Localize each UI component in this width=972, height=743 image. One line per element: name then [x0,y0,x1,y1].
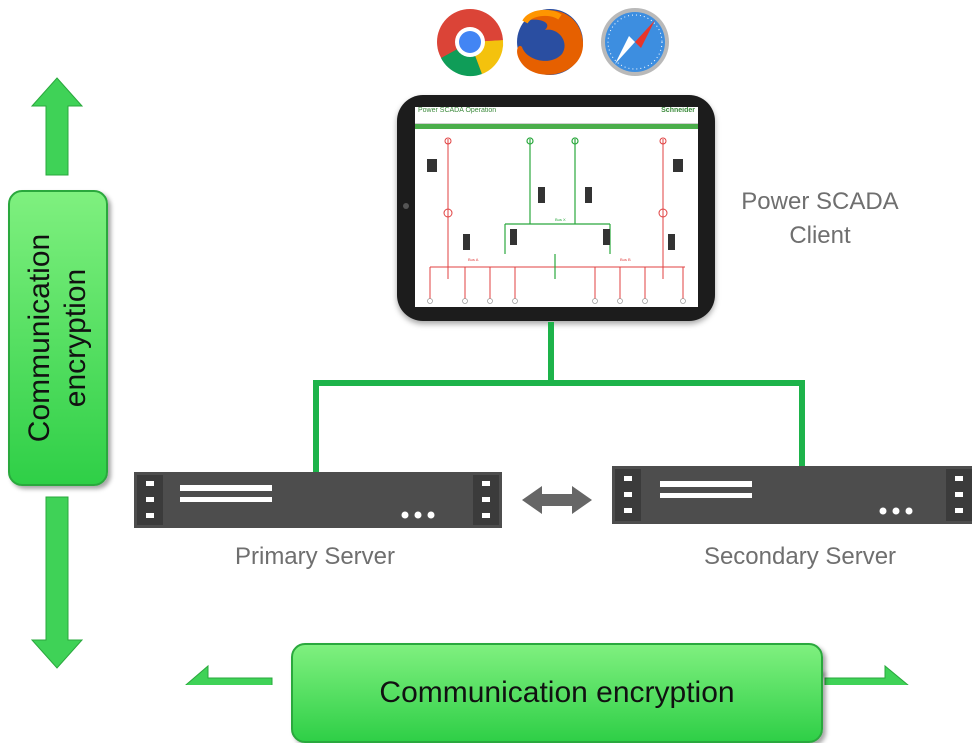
screen-nav [415,124,698,129]
client-label-line2: Client [789,222,851,249]
screen-header: Power SCADA Operation Schneider [415,107,698,124]
screen-brand: Schneider [661,107,695,114]
up-arrow [30,77,84,176]
primary-server [134,472,502,528]
network-links [30,77,972,685]
vertical-encryption-line2: encryption [59,268,93,408]
tablet-camera [403,203,409,209]
chrome-icon [437,9,504,77]
svg-text:Bus X: Bus X [555,217,566,222]
single-line-diagram: Bus A Bus B Bus X [427,137,686,304]
tablet-device: Power SCADA Operation Schneider [397,95,715,321]
secondary-server [612,466,972,524]
vertical-encryption-box: Communication encryption [8,190,108,486]
safari-icon [601,8,669,76]
screen-title: Power SCADA Operation [418,107,497,114]
scada-screen: Power SCADA Operation Schneider [415,107,698,307]
firefox-icon [517,9,584,75]
secondary-server-label: Secondary Server [703,543,897,570]
vertical-encryption-label: Communication encryption [22,234,94,442]
svg-text:Bus A: Bus A [468,257,479,262]
right-arrow [824,664,909,685]
client-label-line1: Power SCADA [741,188,899,215]
primary-server-label: Primary Server [234,543,396,570]
client-to-servers-link [313,322,554,472]
sync-double-arrow [522,486,592,514]
horizontal-encryption-box: Communication encryption [291,643,823,743]
browser-icons [437,8,669,77]
horizontal-encryption-label: Communication encryption [379,676,735,709]
client-label: Power SCADA Client [715,185,925,253]
svg-text:Bus B: Bus B [620,257,631,262]
left-arrow [185,664,273,685]
down-arrow [30,496,84,669]
vertical-encryption-line1: Communication [23,233,57,443]
client-to-secondary-link [551,380,805,466]
